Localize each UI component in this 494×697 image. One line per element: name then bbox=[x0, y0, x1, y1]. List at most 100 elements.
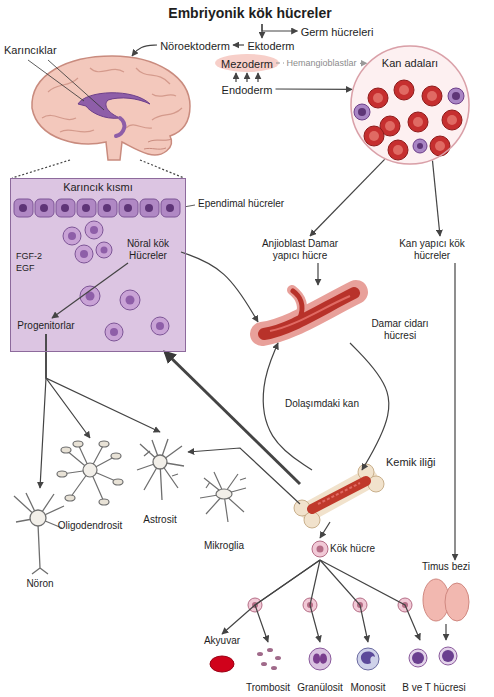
node-label: Mezoderm bbox=[221, 58, 273, 71]
connector-arrow bbox=[46, 334, 160, 432]
ependymal-cells bbox=[77, 199, 96, 217]
blood-island bbox=[388, 140, 408, 160]
progenitor-label: Progenitorlar bbox=[14, 318, 78, 334]
node-label: Oligodendrosit bbox=[58, 520, 122, 532]
hematopoietic-label: Kan yapıcı kök hücreler bbox=[391, 236, 473, 263]
neuron-drawing bbox=[14, 493, 64, 574]
bone-marrow bbox=[318, 483, 360, 504]
granulocyte bbox=[309, 648, 331, 670]
bone-marrow bbox=[304, 512, 320, 528]
node-label: Nöral kök Hücreler bbox=[118, 238, 178, 261]
connector-arrow bbox=[310, 159, 385, 236]
node-label: Trombosit bbox=[246, 682, 290, 694]
oligodendrocyte-drawing bbox=[57, 441, 123, 505]
germ-layer-label: Endoderm bbox=[219, 82, 276, 99]
oligodendrocyte-drawing bbox=[99, 441, 109, 447]
brain-illustration bbox=[32, 56, 190, 160]
ependymal-nuclei bbox=[124, 204, 132, 212]
ependymal-cells bbox=[56, 199, 75, 217]
neural-stem-cells bbox=[96, 242, 112, 258]
thymus-drawing bbox=[445, 583, 469, 621]
connector-arrow bbox=[261, 24, 262, 38]
blood-island bbox=[393, 145, 403, 155]
leader-line bbox=[28, 60, 84, 101]
stem-cell-drawing bbox=[317, 546, 324, 553]
germ-layer-label: Nöroektoderm bbox=[157, 38, 233, 55]
blood-island bbox=[354, 88, 464, 153]
bone-marrow bbox=[310, 479, 368, 511]
neuron-drawing bbox=[14, 493, 64, 574]
monocyte bbox=[361, 652, 375, 664]
connector-arrow bbox=[276, 88, 353, 90]
blood-island bbox=[368, 88, 388, 108]
astrocyte-drawing bbox=[137, 439, 184, 500]
annotation-label: FGF-2 bbox=[16, 251, 42, 261]
ependymal-cells bbox=[35, 199, 54, 217]
stem-cell-drawing bbox=[312, 541, 328, 557]
connector-arrow bbox=[132, 45, 157, 56]
node-label: Akyuvar bbox=[204, 635, 240, 647]
connector-arrow bbox=[222, 560, 320, 634]
platelets bbox=[257, 652, 263, 656]
ependymal-cells bbox=[98, 199, 117, 217]
node-label: Monosit bbox=[350, 682, 385, 694]
node-label: Embriyonik kök hücreler bbox=[168, 5, 331, 21]
brain-illustration bbox=[42, 68, 182, 132]
blood-island bbox=[350, 45, 470, 165]
intermediate-cells bbox=[248, 598, 412, 612]
oligodendrocyte-drawing bbox=[61, 447, 71, 453]
platelets bbox=[271, 666, 277, 670]
blood-island bbox=[358, 108, 366, 116]
blood-vessel bbox=[262, 290, 356, 334]
lymphocytes bbox=[409, 647, 457, 667]
connector-arrow bbox=[454, 263, 455, 560]
platelets bbox=[275, 656, 281, 660]
bone-figure: Kemik iliği bbox=[300, 470, 378, 522]
microglia-drawing bbox=[216, 489, 232, 499]
ependymal-nuclei bbox=[82, 204, 90, 212]
blood-cell: B ve T hücresi bbox=[396, 640, 472, 694]
node-label: Progenitorlar bbox=[17, 320, 74, 332]
blood-island bbox=[422, 86, 442, 106]
monocyte bbox=[357, 648, 379, 670]
blood-island bbox=[413, 117, 423, 127]
ependymal-nuclei bbox=[61, 204, 69, 212]
neural-stem-cells bbox=[85, 221, 103, 239]
blood-island bbox=[350, 45, 470, 165]
germ-cell-label: Germ hücreleri bbox=[298, 24, 377, 41]
neural-stem-nuclei bbox=[68, 226, 108, 258]
astrocyte-drawing bbox=[137, 439, 184, 500]
node-label: Timus bezi bbox=[422, 561, 470, 573]
microglia-cell: Mikroglia bbox=[196, 462, 252, 552]
blood-island bbox=[417, 143, 423, 149]
node-label: Astrosit bbox=[143, 514, 176, 526]
ependymal-cells bbox=[161, 199, 180, 217]
ependymal-nuclei bbox=[145, 204, 153, 212]
blood-island bbox=[413, 139, 427, 153]
node-label: B ve T hücresi bbox=[402, 682, 466, 694]
node-label: Kök hücre bbox=[330, 543, 375, 555]
blood-vessel bbox=[270, 296, 350, 331]
progenitor-nuclei bbox=[110, 328, 118, 336]
neural-stem-nuclei bbox=[90, 226, 98, 234]
blood-island bbox=[394, 80, 414, 100]
connector-arrow bbox=[52, 263, 128, 318]
blood-cell: Granülosit bbox=[294, 642, 346, 694]
blood-island-circle: Kan adaları bbox=[350, 45, 470, 165]
blood-island bbox=[373, 93, 383, 103]
progenitor-nuclei bbox=[86, 292, 165, 337]
intermediate-nuclei bbox=[252, 602, 408, 608]
connector-arrow bbox=[235, 73, 236, 82]
connector-arrow bbox=[257, 73, 258, 82]
lymphocytes bbox=[439, 647, 457, 665]
astrocyte-drawing bbox=[153, 455, 167, 469]
bone-marrow bbox=[312, 481, 366, 509]
platelets bbox=[267, 648, 273, 652]
blood-island bbox=[354, 104, 370, 120]
connector-arrow bbox=[255, 560, 320, 642]
neuron-drawing bbox=[30, 510, 46, 526]
neural-stem-nuclei bbox=[68, 232, 76, 240]
blood-island bbox=[408, 112, 428, 132]
stem-cell-title: Embriyonik kök hücreler bbox=[165, 3, 335, 24]
